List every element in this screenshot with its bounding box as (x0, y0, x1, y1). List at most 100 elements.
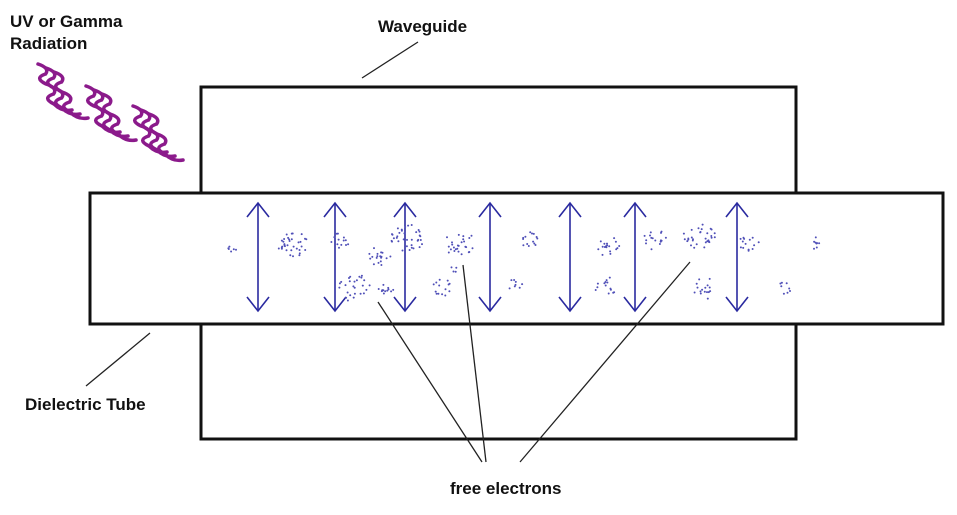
electron-dot (434, 290, 437, 293)
electron-dot (710, 235, 713, 237)
electron-dot (814, 236, 817, 239)
electron-dot (359, 292, 362, 295)
electron-dot (780, 285, 783, 288)
electron-dot (532, 232, 535, 235)
electron-dot (290, 238, 293, 241)
electron-dot (604, 281, 607, 283)
electron-dot (780, 281, 783, 284)
electron-dot (408, 249, 411, 251)
electron-dot (295, 247, 298, 250)
double-headed-arrow-icon (558, 201, 582, 313)
electron-dot (609, 252, 612, 255)
electron-dot (376, 255, 379, 258)
electron-dot (299, 240, 302, 243)
electron-dot (462, 238, 465, 241)
electron-dot (601, 245, 604, 248)
electron-dot (695, 282, 698, 285)
electron-leader-3 (519, 261, 691, 463)
electron-dot (521, 283, 524, 286)
electron-dot (283, 244, 286, 247)
electron-dot (384, 290, 387, 293)
electron-dot (695, 243, 698, 246)
electron-dot (513, 285, 516, 288)
electron-dot (615, 248, 618, 251)
electron-dot (659, 240, 662, 243)
electron-leader-2 (462, 264, 487, 463)
electron-dot (527, 245, 530, 247)
electron-dot (333, 236, 336, 239)
electron-dot (608, 276, 611, 279)
electron-dot (228, 245, 231, 248)
electron-dot (531, 232, 533, 235)
electron-dot (699, 231, 702, 233)
electron-dot (779, 282, 782, 285)
electron-dot (596, 286, 599, 289)
electron-dot (412, 247, 415, 250)
electron-dot (391, 233, 393, 236)
electron-dot (353, 292, 356, 295)
electron-dot (649, 231, 652, 234)
electron-dot (451, 243, 454, 246)
electron-dot (524, 235, 527, 238)
electron-dot (454, 270, 457, 273)
electron-dot (444, 288, 447, 291)
electron-dot (618, 245, 621, 247)
electron-dot (460, 241, 463, 244)
electron-dot (741, 240, 744, 243)
electron-dot (437, 292, 440, 295)
electron-dot (435, 292, 438, 295)
electron-dot (448, 282, 451, 285)
electron-dot (708, 286, 711, 289)
electron-dot (368, 252, 371, 255)
electron-dot (407, 224, 410, 227)
electron-dot (789, 290, 791, 292)
electron-dot (643, 234, 646, 237)
electron-dot (432, 283, 435, 286)
electron-dot (281, 245, 284, 248)
electron-dot (400, 229, 403, 232)
electron-dot (283, 238, 286, 240)
electron-dot (450, 266, 453, 269)
electron-dot (706, 232, 709, 235)
electron-dot (462, 235, 465, 238)
electron-dot (300, 233, 303, 236)
electron-dot (753, 244, 756, 247)
electron-dot (392, 288, 395, 291)
electron-dot (368, 284, 371, 287)
electron-dot (286, 244, 289, 247)
electron-clouds (227, 223, 821, 302)
electron-dot (280, 239, 283, 242)
radiation-wave (100, 92, 138, 143)
electron-dot (608, 245, 611, 248)
electron-dot (751, 248, 754, 250)
electron-dot (710, 236, 713, 239)
electron-dot (816, 242, 819, 245)
electron-dot (447, 251, 450, 254)
electron-dot (514, 280, 517, 283)
electron-dot (336, 243, 339, 246)
electron-dot (417, 229, 420, 231)
electron-dot (389, 255, 392, 258)
electron-dot (292, 245, 295, 248)
electron-dot (704, 286, 707, 289)
electron-dot (757, 241, 760, 244)
electron-dot (526, 243, 529, 245)
electron-dot (387, 288, 390, 291)
electron-dot (285, 233, 288, 236)
electron-dot (441, 293, 444, 296)
electron-dot (232, 248, 235, 251)
electron-dot (287, 236, 290, 239)
electron-dot (345, 296, 348, 299)
electron-dot (782, 292, 785, 295)
electron-dot (739, 246, 742, 249)
electron-dot (514, 283, 517, 286)
electron-dot (518, 286, 521, 289)
electron-dot (706, 291, 708, 294)
electron-dot (375, 256, 378, 259)
electron-dot (606, 281, 609, 284)
electron-dot (747, 248, 750, 251)
electron-dot (288, 240, 291, 242)
electron-dot (609, 288, 612, 291)
electron-dot (338, 246, 340, 249)
electron-dot (596, 282, 599, 285)
